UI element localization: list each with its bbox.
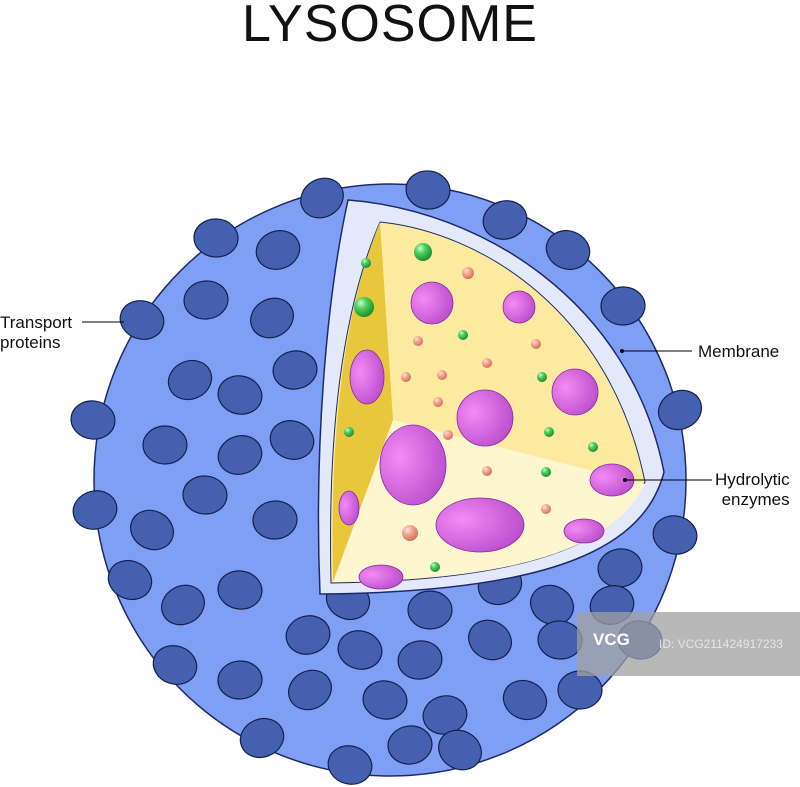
green-particle (544, 427, 554, 437)
transport-protein (183, 280, 229, 320)
pink-particle (541, 504, 551, 514)
transport-protein (468, 619, 512, 661)
transport-protein (217, 570, 263, 610)
green-particle (361, 258, 371, 268)
transport-protein (107, 559, 153, 601)
transport-protein (119, 300, 165, 340)
transport-protein (239, 717, 285, 759)
transport-protein (407, 590, 453, 630)
transport-protein (269, 420, 315, 460)
transport-protein (438, 729, 482, 771)
pink-particle (437, 370, 447, 380)
transport-protein (337, 630, 383, 670)
transport-protein (652, 515, 698, 555)
transport-protein (287, 669, 333, 711)
pink-particle (401, 372, 411, 382)
hydrolytic-enzyme (379, 424, 447, 506)
transport-protein (129, 509, 175, 551)
pink-particle (482, 358, 492, 368)
transport-protein (362, 680, 408, 720)
hydrolytic-enzyme (502, 290, 536, 324)
pink-particle (482, 466, 492, 476)
transport-protein (529, 584, 575, 626)
enzymes-pointer-dot (623, 478, 627, 482)
pink-particle (531, 339, 541, 349)
transport-protein (327, 745, 373, 785)
hydrolytic-enzyme (358, 564, 404, 590)
hydrolytic-enzyme (551, 368, 599, 416)
transport-protein (152, 645, 198, 685)
hydrolytic-enzyme (456, 389, 514, 447)
green-particle (354, 297, 374, 317)
transport-protein (557, 670, 603, 710)
label-transport-proteins: Transport proteins (0, 313, 73, 352)
transport-protein (285, 615, 331, 655)
transport-proteins-group (70, 170, 703, 785)
green-particle (541, 467, 551, 477)
transport-protein (600, 286, 646, 326)
transport-protein (545, 229, 591, 271)
hydrolytic-enzyme (410, 281, 454, 325)
transport-protein (161, 584, 205, 626)
transport-protein (397, 640, 443, 680)
membrane-pointer-dot (620, 349, 624, 353)
pink-particle (443, 430, 453, 440)
green-particle (588, 442, 598, 452)
hydrolytic-enzyme (349, 349, 385, 405)
transport-protein (167, 359, 213, 401)
transport-protein (272, 350, 318, 390)
transport-protein (252, 500, 298, 540)
watermark-id: ID: VCG211424917233 (659, 637, 783, 651)
hydrolytic-enzyme (563, 518, 605, 544)
label-hydrolytic-enzymes: Hydrolytic enzymes (715, 470, 790, 509)
transport-protein (387, 725, 433, 765)
transport-protein (217, 660, 263, 700)
transport-protein (300, 177, 344, 219)
pink-particle (402, 525, 418, 541)
green-particle (537, 372, 547, 382)
diagram-title: LYSOSOME (241, 0, 538, 53)
transport-protein (250, 297, 294, 339)
transport-protein (217, 375, 263, 415)
transport-protein (70, 400, 116, 440)
green-particle (458, 330, 468, 340)
pink-particle (462, 267, 474, 279)
transport-protein (72, 490, 118, 530)
transport-protein (597, 548, 643, 588)
transport-protein (255, 230, 301, 270)
hydrolytic-enzyme (435, 497, 525, 553)
transport-protein (182, 475, 228, 515)
pink-particle (433, 397, 443, 407)
green-particle (430, 562, 440, 572)
hydrolytic-enzyme (338, 490, 360, 526)
green-particle (344, 427, 354, 437)
transport-protein (482, 200, 528, 240)
green-particle (414, 243, 432, 261)
transport-protein (405, 170, 451, 210)
transport-protein (142, 425, 188, 465)
label-membrane: Membrane (698, 342, 780, 361)
transport-protein (217, 435, 263, 475)
transport-protein (502, 679, 548, 721)
pink-particle (413, 336, 423, 346)
transport-protein (657, 389, 703, 431)
enzyme-particles-group (338, 243, 635, 590)
watermark: VCG ID: VCG211424917233 (577, 612, 800, 676)
watermark-logo: VCG (593, 630, 630, 649)
transport-protein (193, 218, 239, 258)
